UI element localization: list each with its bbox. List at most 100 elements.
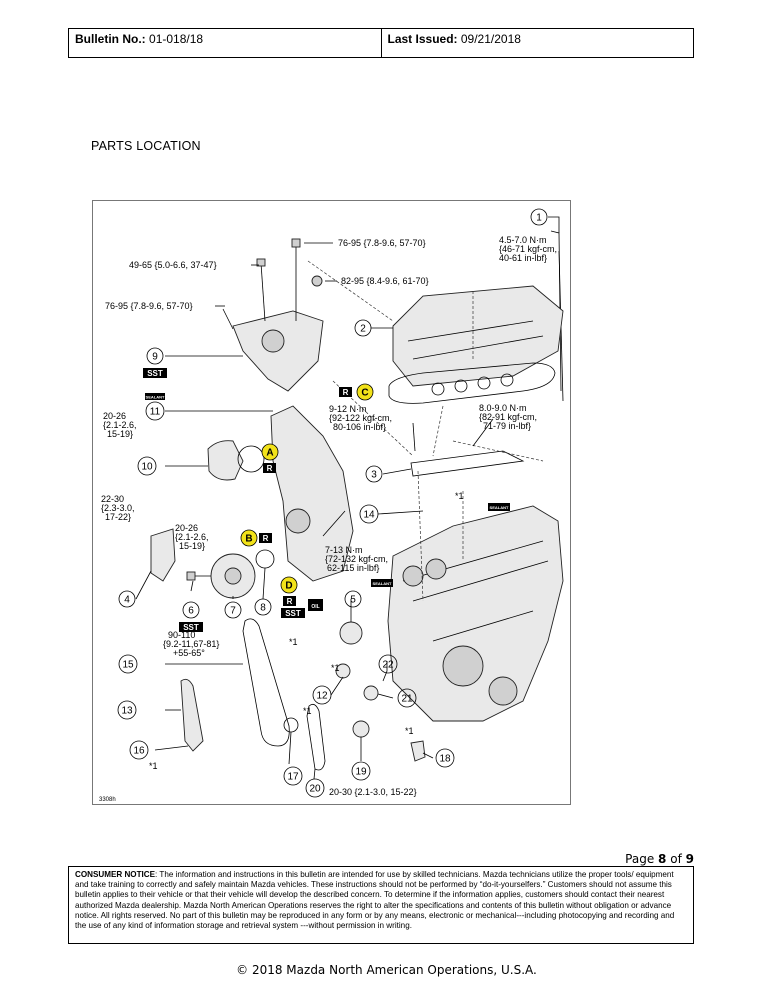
callout-number: 7	[230, 606, 236, 617]
torque-label: {2.1-2.6,	[175, 532, 209, 542]
note-star: *1	[149, 761, 158, 771]
leader-12	[330, 676, 344, 696]
bulletin-number-cell: Bulletin No.: 01-018/18	[69, 29, 381, 57]
tag-oil: OIL	[308, 599, 323, 611]
torque-label: 76-95 {7.8-9.6, 57-70}	[105, 301, 193, 311]
tag-sealant-14: SEALANT	[488, 503, 510, 511]
part-19	[352, 720, 370, 738]
callout-number: 6	[188, 606, 194, 617]
tag-r: R	[263, 534, 269, 543]
note-star: *1	[303, 706, 312, 716]
figure-code: 3308h	[99, 797, 116, 803]
bolt-head-49-65	[256, 258, 266, 267]
callout-number: 20	[309, 784, 321, 795]
bolt-76-95-left	[222, 308, 234, 330]
callout-number: 17	[287, 772, 299, 783]
tag-r-c: R	[339, 387, 352, 397]
section-title: PARTS LOCATION	[91, 139, 201, 153]
camshaft-sprocket-2	[425, 558, 447, 580]
page-current: 8	[658, 852, 667, 866]
callout-number: 10	[141, 462, 153, 473]
timing-chain-15	[242, 618, 290, 747]
head-gasket-3	[410, 450, 525, 477]
torque-label: 9-12 N·m	[329, 404, 367, 414]
callout-number: 14	[363, 510, 375, 521]
callout-20: 20	[305, 778, 325, 798]
callout-7: 7	[224, 601, 242, 619]
torque-label: {72-132 kgf-cm,	[325, 554, 388, 564]
camshaft-sprocket-1	[402, 565, 424, 587]
tag-sst: SST	[147, 369, 163, 378]
torque-label: 71-79 in-lbf}	[483, 421, 531, 431]
consumer-notice-text: : The information and instructions in th…	[75, 870, 675, 931]
tag-sst-9: SST	[143, 368, 167, 378]
head-cover-gasket	[388, 362, 556, 404]
chain-guide-part	[180, 678, 204, 752]
bolt-49-65	[260, 262, 266, 322]
copyright: © 2018 Mazda North American Operations, …	[236, 963, 537, 977]
torque-label: 76-95 {7.8-9.6, 57-70}	[338, 238, 426, 248]
tag-sealant: SEALANT	[490, 505, 509, 510]
callout-number: 11	[150, 407, 161, 418]
callout-number: 18	[439, 754, 451, 765]
exploded-diagram: 76-95 {7.8-9.6, 57-70} 82-95 {8.4-9.6, 6…	[99, 208, 564, 803]
leader-7-13	[322, 510, 346, 537]
highlight-letter: A	[266, 448, 273, 459]
note-star: *1	[331, 663, 340, 673]
reference-dashed-lines	[307, 260, 544, 602]
tag-sealant: SEALANT	[373, 581, 392, 586]
leader-8	[262, 567, 266, 600]
callout-2: 2	[354, 319, 372, 337]
cylinder-head-cover-part	[392, 285, 564, 387]
tag-r: R	[287, 597, 293, 606]
torque-label: 8.0-9.0 N·m	[479, 403, 527, 413]
highlight-c: C	[356, 383, 374, 401]
tag-sst: SST	[183, 623, 199, 632]
leader-21	[377, 693, 394, 699]
callout-number: 8	[260, 603, 266, 614]
torque-label: 17-22}	[105, 512, 131, 522]
callout-number: 1	[536, 213, 542, 224]
callout-9: 9	[146, 347, 164, 365]
page-number: Page 8 of 9	[625, 852, 694, 866]
page-prefix: Page	[625, 852, 655, 866]
callout-number: 3	[371, 470, 377, 481]
torque-label: 20-30 {2.1-3.0, 15-22}	[329, 787, 417, 797]
callout-13: 13	[117, 700, 137, 720]
part-17	[283, 717, 299, 733]
callout-number: 21	[401, 694, 413, 705]
callout-6: 6	[182, 601, 200, 619]
engine-block-lines	[402, 540, 549, 642]
page-total: 9	[685, 852, 694, 866]
callout-number: 13	[121, 706, 133, 717]
leader-8-9	[472, 418, 494, 447]
torque-label: 22-30	[101, 494, 124, 504]
callout-18: 18	[435, 748, 455, 768]
torque-label: {82-91 kgf-cm,	[479, 412, 537, 422]
bulletin-number-value: 01-018/18	[149, 32, 204, 46]
callout-1: 1	[530, 208, 548, 226]
callout-8: 8	[254, 598, 272, 616]
gasket-hole-1	[431, 382, 445, 396]
gasket-hole-4	[500, 373, 514, 387]
tag-sst-d: SST	[281, 608, 305, 618]
callout-number: 19	[355, 767, 367, 778]
callout-number: 9	[152, 352, 158, 363]
highlight-a: A	[261, 443, 279, 461]
leader-9-12	[412, 422, 416, 452]
leader-18	[422, 752, 434, 759]
torque-label: {46-71 kgf-cm,	[499, 244, 557, 254]
callout-22: 22	[378, 654, 398, 674]
tag-r-b: R	[259, 533, 272, 543]
callout-12: 12	[312, 685, 332, 705]
torque-label: 40-61 in-lbf}	[499, 253, 547, 263]
note-star: *1	[455, 491, 464, 501]
tag-sst-6: SST	[179, 622, 203, 632]
leader-4	[135, 570, 152, 600]
gasket-hole-3	[477, 376, 491, 390]
torque-label: +55-65°	[173, 648, 205, 658]
tag-sst: SST	[285, 609, 301, 618]
callout-number: 4	[124, 595, 130, 606]
highlight-letter: B	[245, 534, 252, 545]
torque-label: 20-26	[103, 411, 126, 421]
